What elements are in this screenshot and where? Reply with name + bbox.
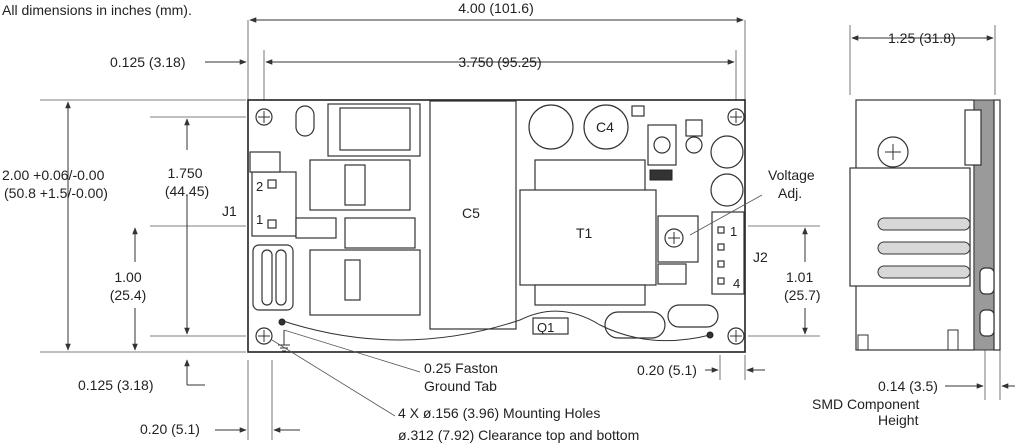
t1-transformer [519,189,657,286]
j2-offset-mm: (25.7) [784,287,821,303]
j2-offset-dim: 1.01 [786,269,813,285]
pcb-top-view [247,99,746,353]
overall-width-mm: (50.8 +1.5/-0.00) [4,185,108,201]
j1-pin2-label: 2 [256,179,263,194]
pcb-side-view [849,99,1001,351]
hole-spacing-y-mm: (44.45) [165,183,209,199]
hole-spacing-y-dim: 1.750 [167,165,202,181]
j1-offset-dim: 1.00 [114,269,141,285]
q1-label: Q1 [537,320,554,335]
j2-pin1-label: 1 [730,224,737,239]
hole-spacing-x-dim: 3.750 (95.25) [458,54,541,70]
faston-offset-dim: 0.20 (5.1) [140,421,200,437]
extension-lines [40,20,1001,440]
c5-label: C5 [462,205,480,221]
smd-label-2: Height [878,412,919,428]
j2-edge-dim: 0.20 (5.1) [637,362,697,378]
j1-offset-mm: (25.4) [110,287,147,303]
hole-offset-y-dim: 0.125 (3.18) [78,377,154,393]
height-dim: 1.25 (31.8) [888,30,956,46]
mounting-hole-icons [255,108,745,345]
voltage-adj-label: Voltage [768,167,815,183]
j1-pin1-label: 1 [256,212,263,227]
units-note: All dimensions in inches (mm). [2,2,192,18]
hole-offset-x-dim: 0.125 (3.18) [110,54,186,70]
j2-pin4-label: 4 [733,276,740,291]
faston-label-2: Ground Tab [424,378,497,394]
leader-lines [271,194,763,417]
c4-capacitor [583,104,629,150]
clearance-label: ø.312 (7.92) Clearance top and bottom [398,427,639,443]
smd-label: SMD Component [812,396,919,412]
dimension-lines [65,17,1015,433]
c4-label: C4 [596,119,614,135]
q1-transistor [532,317,569,335]
j2-connector [711,211,745,295]
j1-label: J1 [222,203,237,219]
voltage-adj-label-2: Adj. [778,185,802,201]
j1-connector [249,151,297,237]
j2-label: J2 [753,249,768,265]
t1-label: T1 [576,225,593,241]
mounting-holes-label: 4 X ø.156 (3.96) Mounting Holes [398,405,600,421]
c5-capacitor [429,100,517,330]
overall-width-dim: 2.00 +0.06/-0.00 [2,167,105,183]
overall-length-dim: 4.00 (101.6) [458,0,534,16]
faston-label: 0.25 Faston [424,360,498,376]
smd-height-dim: 0.14 (3.5) [878,378,938,394]
capacitor-icon [528,104,574,150]
